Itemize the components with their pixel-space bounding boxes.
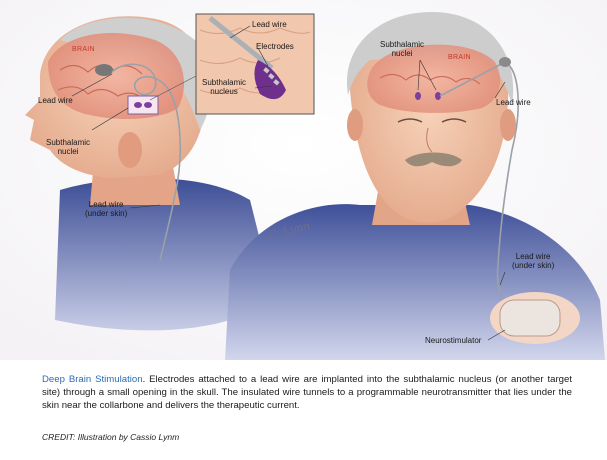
- left-burr-hole: [95, 64, 113, 76]
- credit-line: CREDIT: Illustration by Cassio Lynm: [42, 432, 179, 442]
- caption-title: Deep Brain Stimulation: [42, 374, 143, 385]
- figure-caption: Deep Brain Stimulation. Electrodes attac…: [42, 373, 572, 412]
- label-lead-wire-right: Lead wire: [496, 98, 531, 107]
- left-nuclei-box: [128, 96, 158, 114]
- left-brain: [48, 33, 184, 119]
- right-burr-hole: [499, 57, 511, 67]
- label-brain-right: BRAIN: [448, 53, 471, 62]
- label-lead-wire-left: Lead wire: [38, 96, 73, 105]
- left-ear: [118, 132, 142, 168]
- label-lead-wire-under-skin-right: Lead wire (under skin): [512, 252, 554, 270]
- inset-frame: [196, 14, 314, 114]
- label-subthalamic-nuclei-right: Subthalamic nuclei: [380, 40, 424, 58]
- illustration: [0, 0, 607, 360]
- label-neurostimulator: Neurostimulator: [425, 336, 481, 345]
- label-inset-subthalamic-nucleus: Subthalamic nucleus: [202, 78, 246, 96]
- label-brain-left: BRAIN: [72, 45, 95, 54]
- label-subthalamic-nuclei-left: Subthalamic nuclei: [46, 138, 90, 156]
- label-inset-electrodes: Electrodes: [256, 42, 294, 51]
- label-inset-lead-wire: Lead wire: [252, 20, 287, 29]
- neurostimulator-device: [500, 300, 560, 336]
- label-lead-wire-under-skin-left: Lead wire (under skin): [85, 200, 127, 218]
